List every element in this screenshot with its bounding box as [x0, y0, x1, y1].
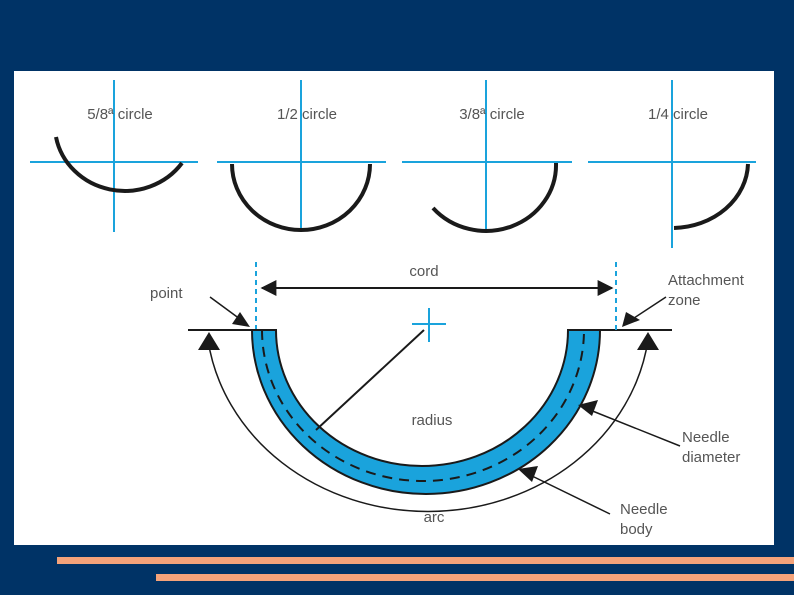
circle-label-5-8: 5/8ª circle [87, 106, 153, 123]
circle-type-5-8: 5/8ª circle [30, 80, 198, 232]
needle-curve [230, 163, 372, 232]
needle-body-label-1: Needle [620, 501, 668, 518]
circle-label-1-2: 1/2 circle [277, 106, 337, 123]
needle-curve [431, 162, 559, 233]
needle-body-label-2: body [620, 521, 653, 538]
radius-label: radius [412, 412, 453, 429]
circle-type-1-2: 1/2 circle [217, 80, 386, 232]
arc-left-arrowhead [198, 332, 220, 350]
radius-line [315, 329, 425, 431]
cord-label: cord [409, 263, 438, 280]
needle-body-arrowhead [518, 466, 538, 482]
needle-centerline [261, 329, 585, 482]
needle-body-band [250, 329, 602, 495]
needle-diameter-label-2: diameter [682, 449, 740, 466]
accent-bar-lower [156, 574, 794, 581]
circle-label-1-4: 1/4 circle [648, 106, 708, 123]
needle-body-pointer [529, 474, 611, 515]
needle-anatomy: cord radius arc point Attachment zone Ne… [150, 262, 745, 538]
arc-line [207, 339, 649, 513]
arc-right-arrowhead [637, 332, 659, 350]
attachment-zone-label-1: Attachment [668, 272, 745, 289]
needle-diameter-pointer [589, 409, 681, 447]
needle-diameter-arrowhead [578, 400, 598, 416]
point-label: point [150, 285, 183, 302]
point-arrowhead [232, 312, 250, 327]
circle-type-3-8: 3/8ª circle [402, 80, 572, 233]
circle-label-3-8: 3/8ª circle [459, 106, 525, 123]
accent-bar-upper [57, 557, 794, 564]
needle-curve [673, 163, 750, 230]
needle-diameter-label-1: Needle [682, 429, 730, 446]
attachment-arrowhead [622, 312, 640, 327]
attachment-zone-label-2: zone [668, 292, 701, 309]
arc-label: arc [424, 509, 445, 526]
needle-curve [54, 136, 184, 193]
circle-type-1-4: 1/4 circle [588, 80, 756, 248]
